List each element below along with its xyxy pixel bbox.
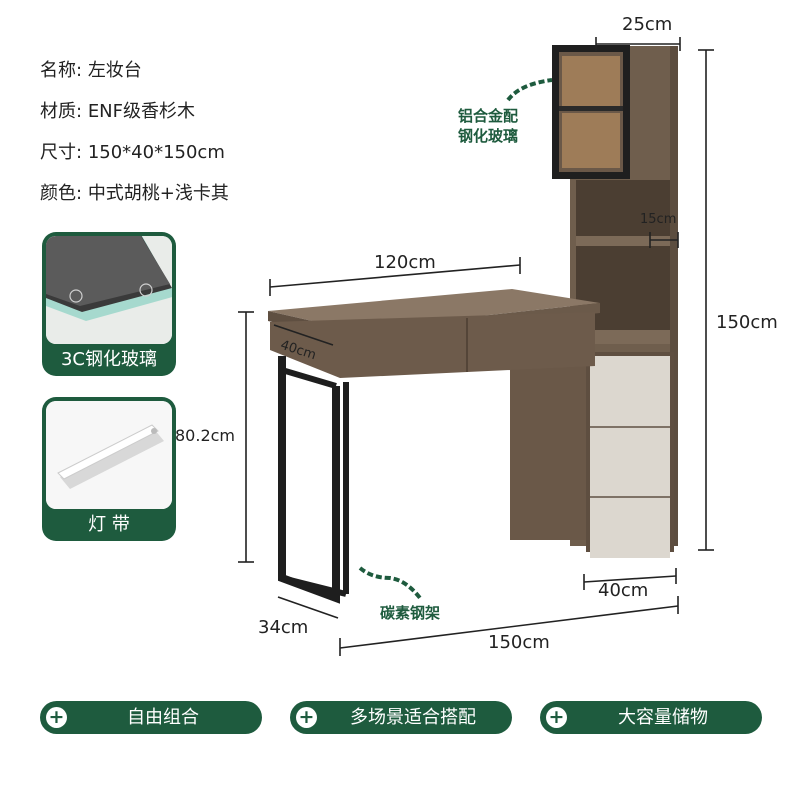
- spec-row-color: 颜色: 中式胡桃+浅卡其: [40, 178, 229, 219]
- tempered-glass-icon: [46, 236, 172, 344]
- callout-line: 铝合金配: [458, 107, 519, 125]
- callout-frame: 碳素钢架: [380, 604, 441, 622]
- callout-line: 钢化玻璃: [458, 127, 519, 145]
- dim-total-height: 150cm: [716, 312, 778, 333]
- pill-label: 自由组合: [127, 707, 199, 728]
- dim-total-width: 150cm: [488, 632, 550, 653]
- spec-value: 中式胡桃+浅卡其: [87, 183, 229, 204]
- steel-frame: [278, 356, 340, 604]
- spec-label: 名称:: [40, 60, 83, 81]
- feature-card-led: 灯 带: [42, 397, 176, 541]
- spec-value: 左妆台: [87, 60, 142, 81]
- desk-drawer: [270, 312, 595, 378]
- spec-value: 150*40*150cm: [87, 142, 225, 163]
- pill-multi-scene: + 多场景适合搭配: [290, 701, 512, 734]
- plus-icon: +: [296, 707, 317, 728]
- callout-glass-door: 铝合金配 钢化玻璃: [458, 106, 518, 146]
- pill-label: 大容量储物: [618, 707, 708, 728]
- plus-icon: +: [46, 707, 67, 728]
- dim-desk-width: 120cm: [374, 252, 436, 273]
- drawer-3: [590, 498, 670, 558]
- dim-desk-height: 80.2cm: [175, 426, 236, 445]
- dim-cabinet-depth: 40cm: [598, 580, 649, 601]
- drawer-1: [590, 356, 670, 426]
- feature-caption: 3C钢化玻璃: [60, 349, 158, 370]
- spec-label: 材质:: [40, 101, 83, 122]
- drawer-2: [590, 428, 670, 496]
- dim-top-depth: 25cm: [622, 14, 673, 35]
- spec-label: 颜色:: [40, 183, 83, 204]
- dimension-lines: [238, 37, 714, 656]
- callout-leader-glass: [506, 78, 553, 102]
- pill-large-storage: + 大容量储物: [540, 701, 762, 734]
- feature-card-glass: 3C钢化玻璃: [42, 232, 176, 376]
- dim-shelf-gap: 15cm: [640, 212, 677, 227]
- spec-list: 名称: 左妆台 材质: ENF级香杉木 尺寸: 150*40*150cm 颜色:…: [40, 55, 229, 219]
- feature-caption: 灯 带: [88, 514, 130, 535]
- plus-icon: +: [546, 707, 567, 728]
- dim-leg-depth: 34cm: [258, 617, 309, 638]
- side-cabinet: [510, 355, 590, 540]
- pill-label: 多场景适合搭配: [350, 707, 476, 728]
- spec-value: ENF级香杉木: [87, 101, 196, 122]
- spec-row-size: 尺寸: 150*40*150cm: [40, 137, 229, 178]
- led-strip-icon: [46, 401, 172, 509]
- pill-free-combination: + 自由组合: [40, 701, 262, 734]
- spec-row-name: 名称: 左妆台: [40, 55, 229, 96]
- spec-row-material: 材质: ENF级香杉木: [40, 96, 229, 137]
- callout-leader-frame: [358, 566, 422, 600]
- spec-label: 尺寸:: [40, 142, 83, 163]
